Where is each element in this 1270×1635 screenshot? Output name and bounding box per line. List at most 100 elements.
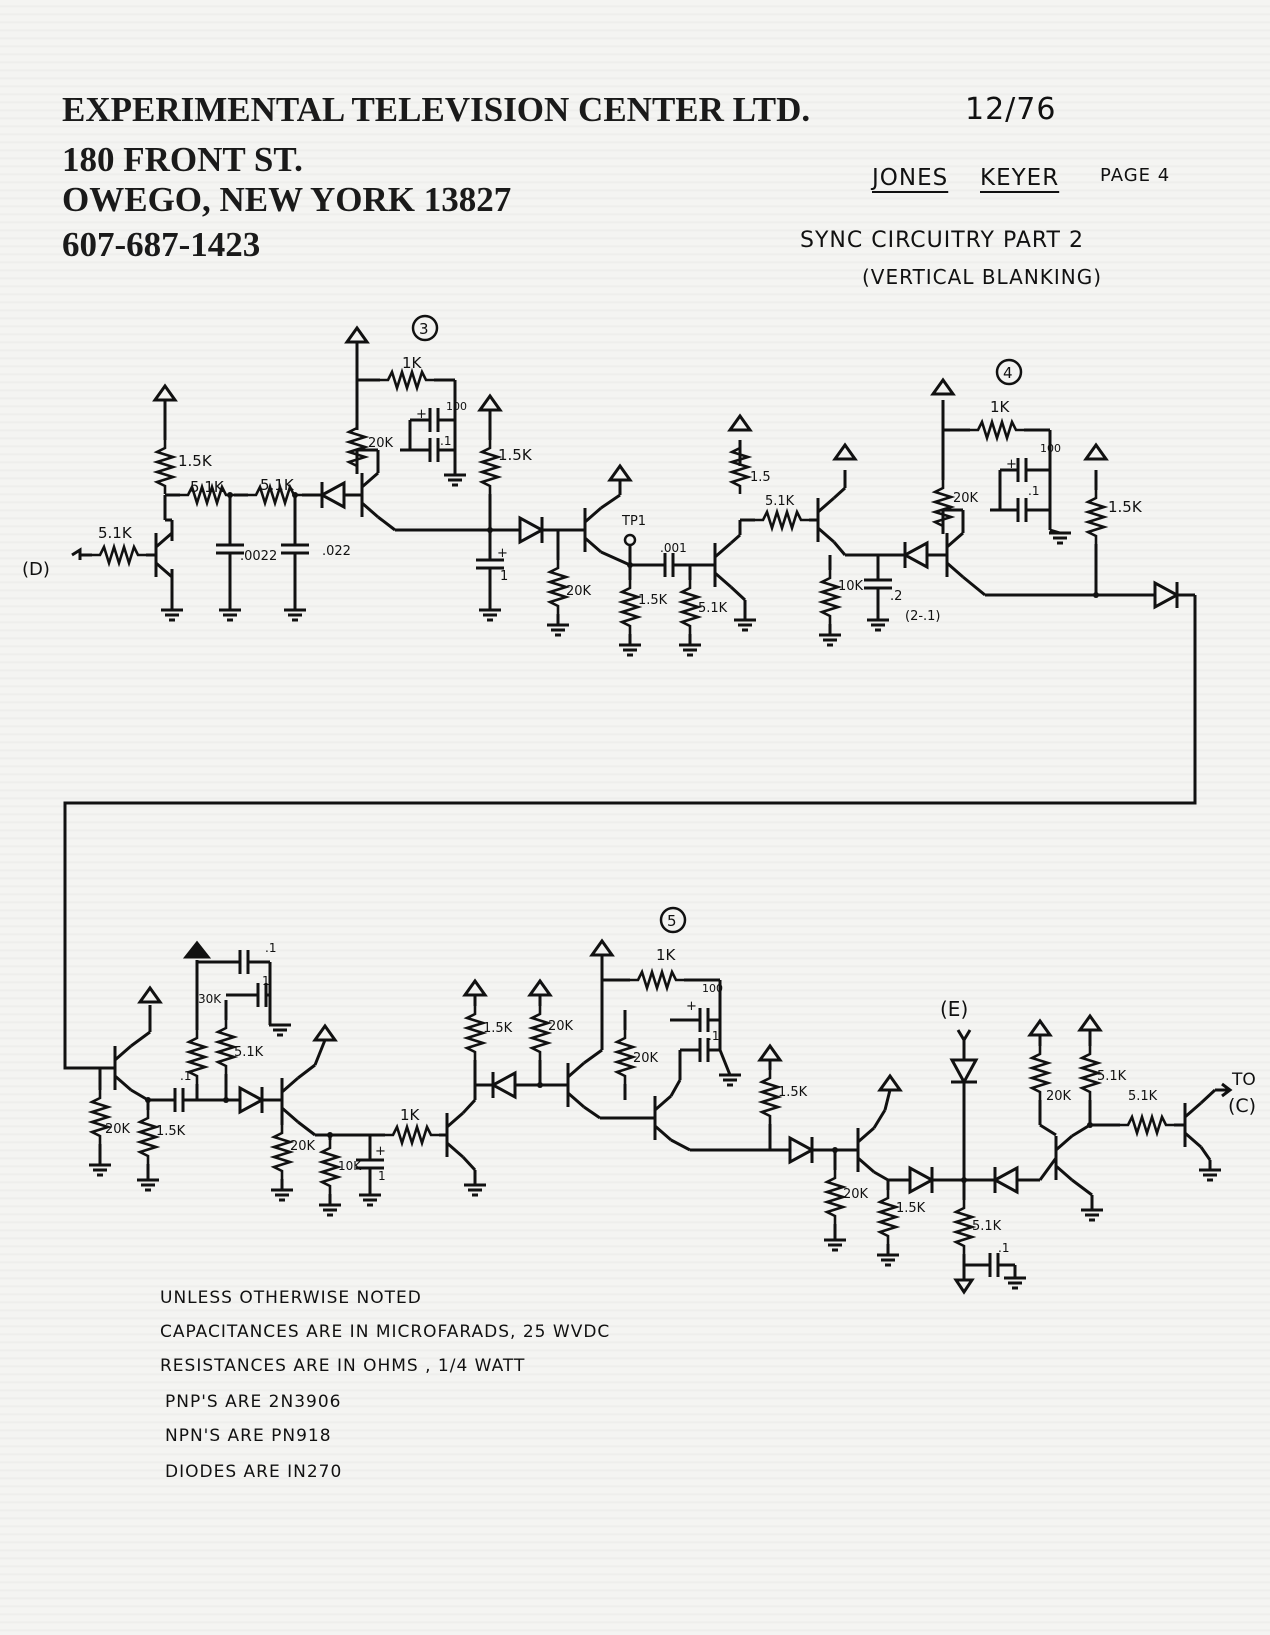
component-label: 20K	[290, 1139, 316, 1154]
component-label: 1.5K	[156, 1124, 186, 1139]
component-label: 20K	[548, 1019, 574, 1034]
capacitor	[238, 948, 250, 976]
title-word-jones: JONES	[872, 165, 949, 191]
component-label: .1	[1028, 484, 1039, 498]
ground-icon	[865, 618, 891, 632]
transistor	[445, 1111, 465, 1159]
supply-icon	[184, 941, 210, 959]
component-label: 5.1K	[260, 476, 295, 494]
capacitor	[1016, 496, 1028, 524]
top-row-wiring	[63, 342, 1197, 1070]
transistor	[945, 531, 965, 579]
resistor	[760, 1068, 780, 1126]
capacitor	[428, 436, 440, 464]
resistor	[968, 420, 1026, 440]
diode	[908, 1165, 934, 1195]
component-label: .022	[322, 544, 351, 559]
component-label: 1	[262, 974, 270, 988]
component-label: 10K	[338, 1159, 362, 1173]
supply-icon	[138, 986, 162, 1004]
supply-icon	[878, 1074, 902, 1092]
note-line: UNLESS OTHERWISE NOTED	[160, 1288, 422, 1308]
resistor	[216, 1018, 236, 1076]
component-label: 1.5K	[778, 1085, 808, 1100]
ground-icon	[1079, 1208, 1105, 1222]
component-label: 20K	[633, 1051, 659, 1066]
component-label: 1.5K	[1108, 498, 1143, 516]
component-label: 5.1K	[1097, 1069, 1127, 1084]
note-line: RESISTANCES ARE IN OHMS , 1/4 WATT	[160, 1356, 526, 1376]
resistor	[878, 1188, 898, 1246]
note-line: NPN'S ARE PN918	[165, 1426, 332, 1446]
component-label: .001	[660, 541, 687, 555]
resistor	[730, 438, 750, 496]
ground-icon	[135, 1178, 161, 1192]
component-label: 5.1K	[698, 601, 728, 616]
transistor	[113, 1044, 133, 1092]
supply-icon	[1084, 443, 1108, 461]
note-line: DIODES ARE IN270	[165, 1462, 343, 1482]
component-label: 5.1K	[972, 1219, 1002, 1234]
capacitor	[474, 558, 506, 570]
input-label: (D)	[22, 559, 50, 580]
ground-icon	[317, 1203, 343, 1217]
supply-icon	[345, 326, 369, 344]
output-label: TO	[1231, 1070, 1256, 1090]
phone-number: 607-687-1423	[62, 225, 261, 264]
test-point	[623, 533, 637, 547]
component-label: 30K	[198, 992, 222, 1006]
resistor	[548, 558, 568, 616]
resistor	[628, 970, 686, 990]
capacitor	[698, 1006, 710, 1034]
diode	[788, 1135, 814, 1165]
component-label: 1K	[990, 398, 1011, 416]
component-label: 1.5	[750, 470, 771, 485]
component-label: .1	[265, 941, 276, 955]
component-label: 1K	[656, 946, 677, 964]
ground-icon	[822, 1238, 848, 1252]
ground-icon	[462, 1183, 488, 1197]
polarity-label: +	[416, 407, 427, 422]
supply-icon	[931, 378, 955, 396]
company-name: EXPERIMENTAL TELEVISION CENTER LTD.	[62, 90, 811, 129]
node-number: 3	[419, 320, 429, 338]
component-label: .1	[440, 434, 451, 448]
supply-icon	[528, 979, 552, 997]
node-number: 4	[1003, 364, 1013, 382]
polarity-label: +	[497, 546, 508, 561]
component-label: .1	[180, 1069, 191, 1083]
ground-icon	[732, 618, 758, 632]
resistor	[138, 1108, 158, 1166]
supply-icon	[608, 464, 632, 482]
ground-icon	[282, 608, 308, 622]
transistor	[583, 506, 603, 554]
supply-icon	[313, 1024, 337, 1042]
ground-icon	[217, 608, 243, 622]
transistor	[816, 496, 836, 544]
component-label: 1.5K	[498, 446, 533, 464]
component-label: 20K	[566, 584, 592, 599]
component-label: 1.5K	[178, 452, 213, 470]
note-line: CAPACITANCES ARE IN MICROFARADS, 25 WVDC	[160, 1322, 611, 1342]
component-label: 20K	[953, 491, 979, 506]
capacitor	[279, 543, 311, 555]
component-label: 5.1K	[1128, 1089, 1158, 1104]
diode	[1153, 580, 1179, 610]
component-label: 1.5K	[896, 1201, 926, 1216]
component-label: 10K	[838, 579, 864, 594]
ground-icon	[1002, 1276, 1028, 1290]
transistor	[280, 1076, 300, 1124]
node-number: 5	[667, 912, 677, 930]
output-label: (E)	[940, 997, 968, 1021]
resistor	[680, 578, 700, 636]
resistor	[383, 1125, 441, 1145]
resistor	[320, 1138, 340, 1196]
component-label: 1	[500, 569, 508, 584]
ground-icon	[677, 643, 703, 657]
polarity-label: +	[1006, 457, 1017, 472]
resistor	[530, 1004, 550, 1062]
diode	[518, 515, 544, 545]
resistor	[933, 478, 953, 536]
transistor	[566, 1061, 586, 1109]
